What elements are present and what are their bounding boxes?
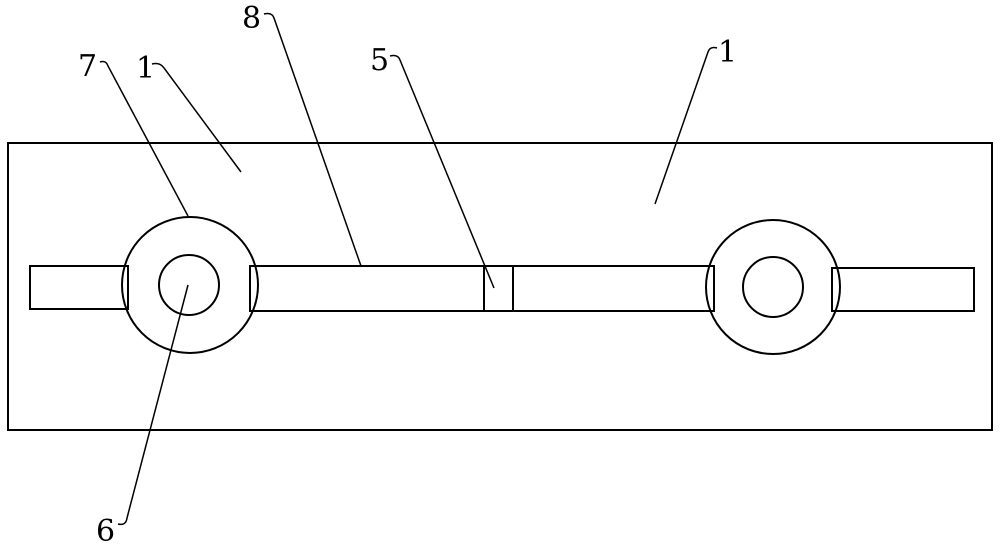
callout-1-right: 1 — [718, 35, 737, 70]
strip-middle — [250, 266, 714, 311]
right-outer-ring — [706, 220, 840, 354]
left-outer-ring — [122, 217, 258, 353]
leader-5 — [390, 56, 494, 289]
callout-8: 8 — [242, 1, 261, 36]
leader-1-left — [152, 64, 241, 173]
strip-left-end — [30, 266, 128, 309]
strip-right-end — [832, 268, 974, 311]
base-plate — [8, 143, 992, 430]
leader-8 — [264, 14, 361, 267]
left-inner-hole — [159, 255, 219, 315]
right-inner-hole — [743, 257, 803, 317]
callout-6: 6 — [96, 514, 115, 549]
callout-7: 7 — [78, 49, 97, 84]
callout-1-left: 1 — [136, 51, 155, 86]
leader-1-right — [655, 48, 717, 205]
callout-5: 5 — [370, 43, 389, 78]
leader-6 — [118, 285, 188, 524]
